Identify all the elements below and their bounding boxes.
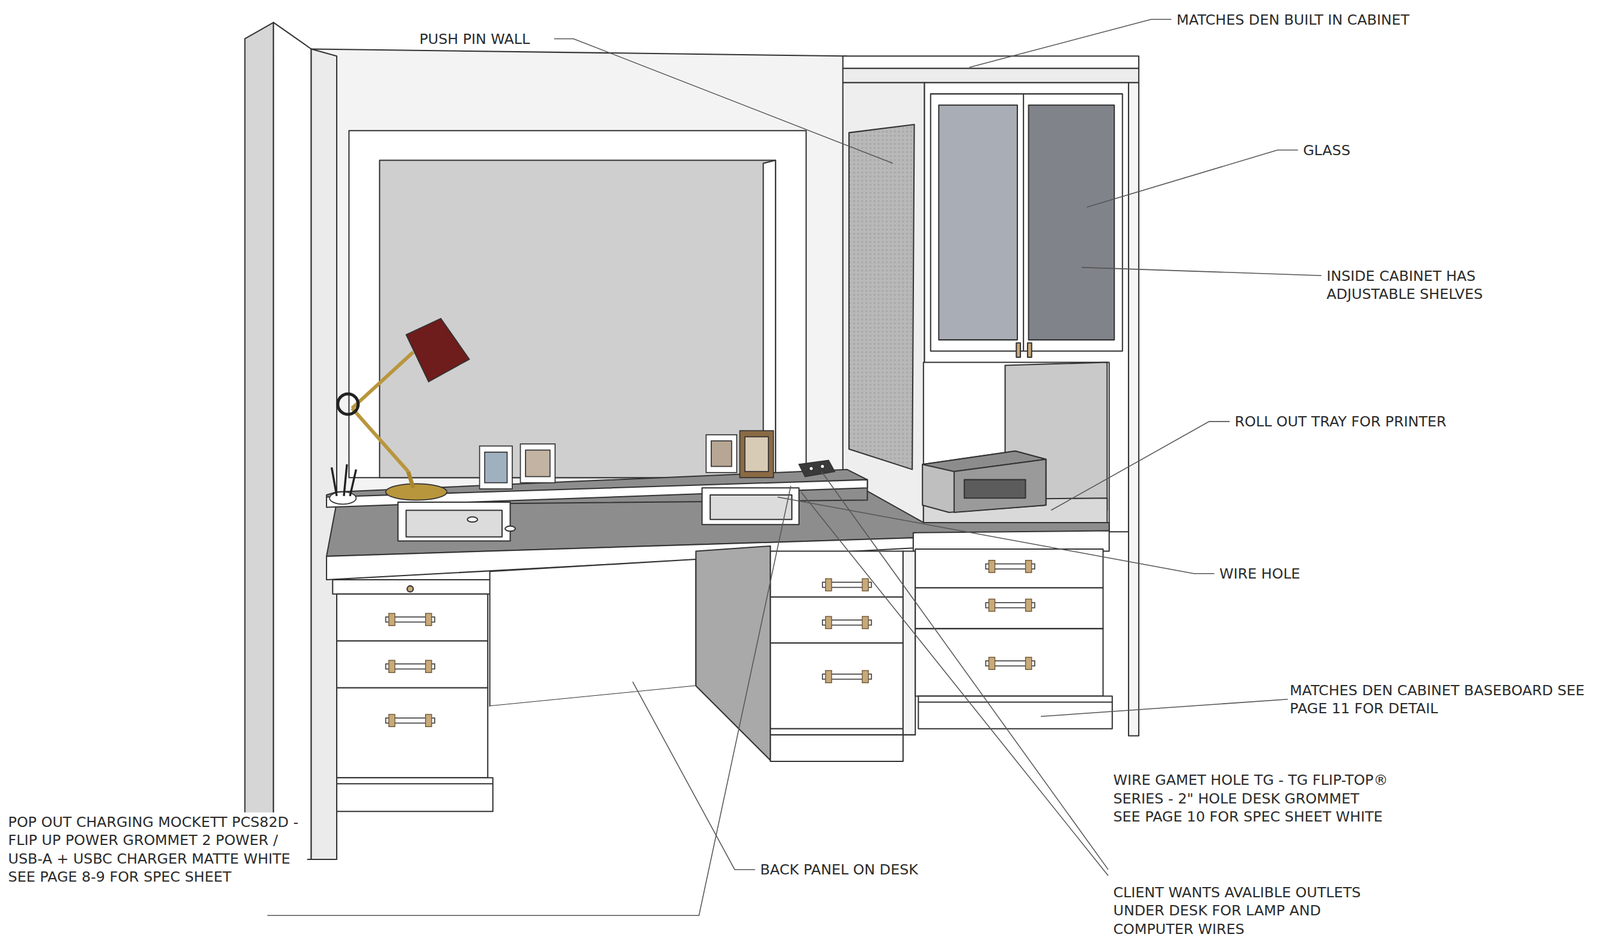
callout-label: POP OUT CHARGING MOCKETT PCS82D - FLIP U… <box>6 812 308 886</box>
callout-label: WIRE GAMET HOLE TG - TG FLIP-TOP® SERIES… <box>1111 770 1392 826</box>
callout-label: PUSH PIN WALL <box>417 29 533 49</box>
callout-label: ROLL OUT TRAY FOR PRINTER <box>1232 412 1449 432</box>
callout-label: CLIENT WANTS AVALIBLE OUTLETS UNDER DESK… <box>1111 882 1392 938</box>
drawer-handles <box>385 560 1035 727</box>
callout-label: GLASS <box>1301 140 1353 160</box>
callout-label: WIRE HOLE <box>1217 563 1303 583</box>
callout-label: MATCHES DEN BUILT IN CABINET <box>1174 10 1412 29</box>
furniture <box>244 22 1139 860</box>
desk-accessories <box>329 318 835 504</box>
callout-label: MATCHES DEN CABINET BASEBOARD SEE PAGE 1… <box>1287 680 1594 718</box>
callout-label: INSIDE CABINET HAS ADJUSTABLE SHELVES <box>1324 266 1519 304</box>
callout-label: BACK PANEL ON DESK <box>758 860 920 880</box>
